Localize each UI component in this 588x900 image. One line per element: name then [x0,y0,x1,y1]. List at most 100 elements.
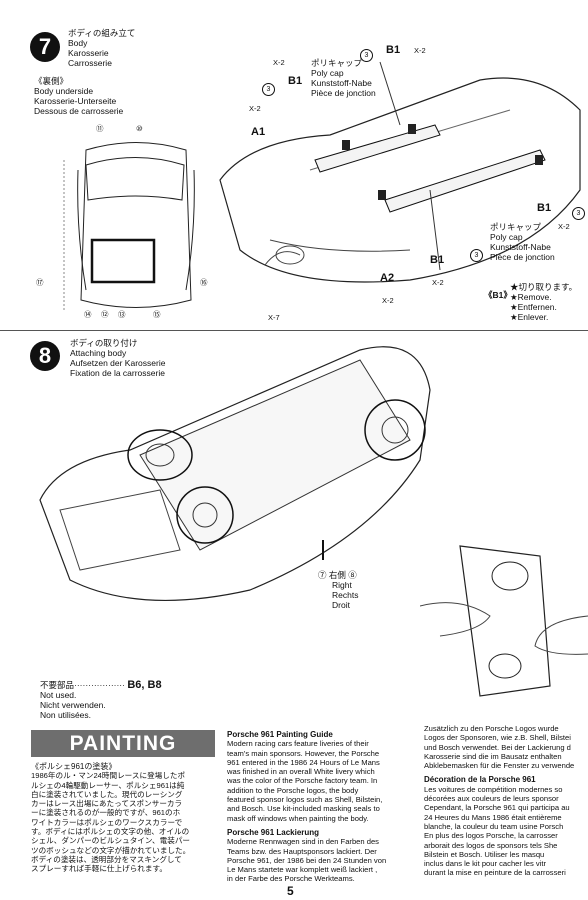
callout-3-top-num: 3 [360,49,373,62]
part-x2-top-left: X-2 [273,58,285,67]
painting-de-cont-line-3: Karosserie sind die im Bausatz enthalten [424,751,562,761]
page-number: 5 [287,884,294,898]
right-side-jp: 右側 [328,570,346,580]
b1-cut-note: ★切り取ります。 ★Remove. ★Entfernen. ★Enlever. [510,282,577,322]
underside-caption-en: Body underside [34,86,94,96]
painting-en-line-2: 961 entered in the 1986 24 Hours of Le M… [227,757,380,767]
callout-12: ⑫ [101,310,109,319]
painting-en-line-5: addition to the Porsche logos, the body [227,785,359,795]
painting-en-line-1: team's main sponsors. However, the Porsc… [227,748,380,758]
unused-parts-en: Not used. [40,690,77,700]
painting-de-line-4: in der Farbe des Porsche Werkteams. [227,874,355,884]
painting-de-line-0: Moderne Rennwagen sind in den Farben des [227,837,379,847]
polycap-top-jp: ポリキャップ [311,58,363,68]
painting-jp-line-9: ボディの塗装は、透明部分をマスキングして [31,854,182,864]
underside-caption-fr: Dessous de carrosserie [34,106,124,116]
callout-13: ⑬ [118,310,126,319]
painting-fr-line-0: Les voitures de compétition modernes so [424,784,563,794]
painting-en-line-3: was finished in an overall White livery … [227,767,375,777]
unused-parts-list: B6, B8 [127,679,162,691]
painting-fr-line-6: arborait des logos de sponsors tels She [424,840,558,850]
unused-parts-jp: 不要部品 [40,680,75,690]
b1-cut-note-label: 《B1》 [484,290,512,300]
polycap-top-de: Kunststoff-Nabe [311,78,372,88]
part-x2-top-right: X-2 [414,46,426,55]
painting-fr-line-1: décorées aux couleurs de leurs sponsor [424,794,559,804]
painting-jp-line-0: 1986年のル・マン24時間レースに登場したポ [31,771,186,781]
step-7-title-jp: ボディの組み立て [68,28,136,38]
part-x2-a2: X-2 [382,296,394,305]
part-a2: A2 [380,272,395,284]
callout-15: ⑮ [153,310,161,319]
b1-cut-note-fr: ★Enlever. [510,312,549,322]
callout-3-bottom: 3 [470,244,483,262]
painting-de-cont-line-4: Abklebemasken für die Fenster zu verwend… [424,761,575,771]
painting-en-line-6: featured sponsor logos such as Shell, Bi… [227,795,383,805]
painting-fr-heading: Décoration de la Porsche 961 [424,775,536,785]
part-b1-right: B1 [537,202,552,214]
right-side-label: ⑦ 右側 ⑧ Right Rechts Droit [318,570,358,610]
divider-step7-step8 [0,330,588,331]
b1-cut-note-jp: ★切り取ります。 [510,282,578,292]
polycap-top-en: Poly cap [311,68,344,78]
painting-de-line-3: Le Mans startete war komplett weiß lacki… [227,865,378,875]
step-7-title: ボディの組み立て Body Karosserie Carrosserie [68,28,135,68]
polycap-bottom-jp: ポリキャップ [490,222,542,232]
step-7-number: 7 [30,32,60,62]
painting-de-cont-line-0: Zusätzlich zu den Porsche Logos wurde [424,724,559,733]
step-8-number: 8 [30,341,60,371]
body-assembly-diagram [219,61,581,283]
polycap-bottom-fr: Pièce de jonction [490,252,555,262]
step-8-title: ボディの取り付け Attaching body Aufsetzen der Ka… [70,338,165,378]
right-side-fr: Droit [332,600,350,610]
step-8-title-en: Attaching body [70,348,127,358]
painting-fr-line-8: inclus dans le kit pour cacher les vitr [424,859,546,869]
painting-en-line-7: and Bosch. Use kit-included masking seal… [227,804,380,814]
unused-parts-line: 不要部品·················· B6, B8 [40,679,162,691]
painting-en-heading: Porsche 961 Painting Guide [227,730,333,739]
callout-11: ⑪ [96,124,104,133]
part-x2-left: X-2 [249,104,261,113]
step-7-title-fr: Carrosserie [68,58,112,68]
step-8-title-de: Aufsetzen der Karosserie [70,358,166,368]
polycap-bottom-de: Kunststoff-Nabe [490,242,551,252]
painting-de-line-1: Teams bzw. des Hauptsponsors lackiert. D… [227,846,377,856]
painting-en-de-column: Porsche 961 Painting Guide Modern racing… [227,730,407,884]
hand-holding-car-diagram [420,545,588,697]
painting-fr-line-9: durant la mise en peinture de la carross… [424,868,566,878]
painting-jp-line-10: スプレーすれば手軽に仕上げられます。 [31,864,167,874]
step-7-title-de: Karosserie [68,48,109,58]
right-side-de: Rechts [332,590,359,600]
painting-jp-line-1: ルシェの4輪駆動レーサー、ポルシェ961は純 [31,780,185,790]
painting-fr-line-5: En plus des logos Porsche, la carrosser [424,831,558,841]
part-a1: A1 [251,126,266,138]
polycap-label-bottom: ポリキャップ Poly cap Kunststoff-Nabe Pièce de… [490,222,555,262]
b1-cut-note-de: ★Entfernen. [510,302,557,312]
painting-jp-line-5: ワイトカラーはポルシェのワークスカラーで [31,817,183,827]
painting-en-line-8: mask off windows when painting the body. [227,813,369,823]
right-side-jp-line: ⑦ 右側 ⑧ [318,570,358,580]
unused-parts-fr: Non utilisées. [40,710,92,720]
part-b1-top-left: B1 [288,75,303,87]
underside-caption-jp: 《裏側》 [34,76,69,86]
right-side-suffix: ⑧ [348,570,357,580]
callout-14: ⑭ [84,310,92,319]
callout-10: ⑩ [136,124,143,133]
painting-de-fr-column: Zusätzlich zu den Porsche Logos wurde Lo… [424,724,588,878]
painting-de-heading: Porsche 961 Lackierung [227,827,320,837]
step-8-title-fr: Fixation de la carrosserie [70,368,165,378]
painting-jp-line-6: す。ボディにはポルシェの文字の他、オイルの [31,827,190,837]
painting-jp-line-4: ーに塗装されるのが一般的ですが、961のホ [31,808,181,818]
painting-jp-heading: 《ポルシェ961の塗装》 [31,762,117,771]
part-x2-right: X-2 [558,222,570,231]
painting-jp-line-7: シェル、ダンパーのビルシュタイン、電装パー [31,836,191,846]
callout-3-right: 3 [572,202,585,220]
painting-banner: PAINTING [31,730,215,757]
painting-de-cont-line-1: Logos der Sponsoren, wie z.B. Shell, Bil… [424,733,571,743]
unused-parts-de: Nicht verwenden. [40,700,106,710]
callout-3-left: 3 [262,78,275,96]
callout-3-bottom-num: 3 [470,249,483,262]
callout-3-right-num: 3 [572,207,585,220]
part-x7: X-7 [268,313,280,322]
polycap-bottom-en: Poly cap [490,232,523,242]
